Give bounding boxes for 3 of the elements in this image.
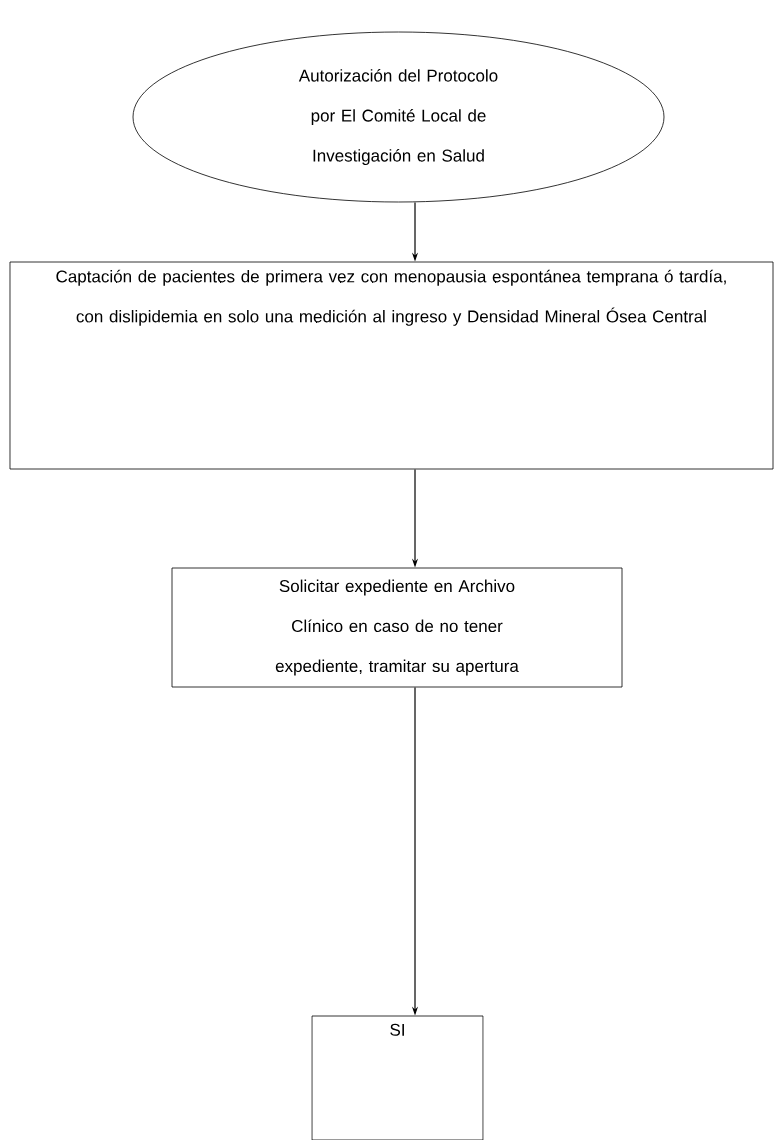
process-box: Solicitar expediente en Archivo Clínico en caso de no tener expediente, tramitar su apertura xyxy=(171,567,623,688)
process-box: Captación de pacientes de primera vez con menopausia espontánea temprana ó tardía, con dislipidemia en solo una medición al ingreso y Densidad Mineral Ósea Central xyxy=(9,261,774,470)
process-box: SI xyxy=(311,1015,484,1140)
